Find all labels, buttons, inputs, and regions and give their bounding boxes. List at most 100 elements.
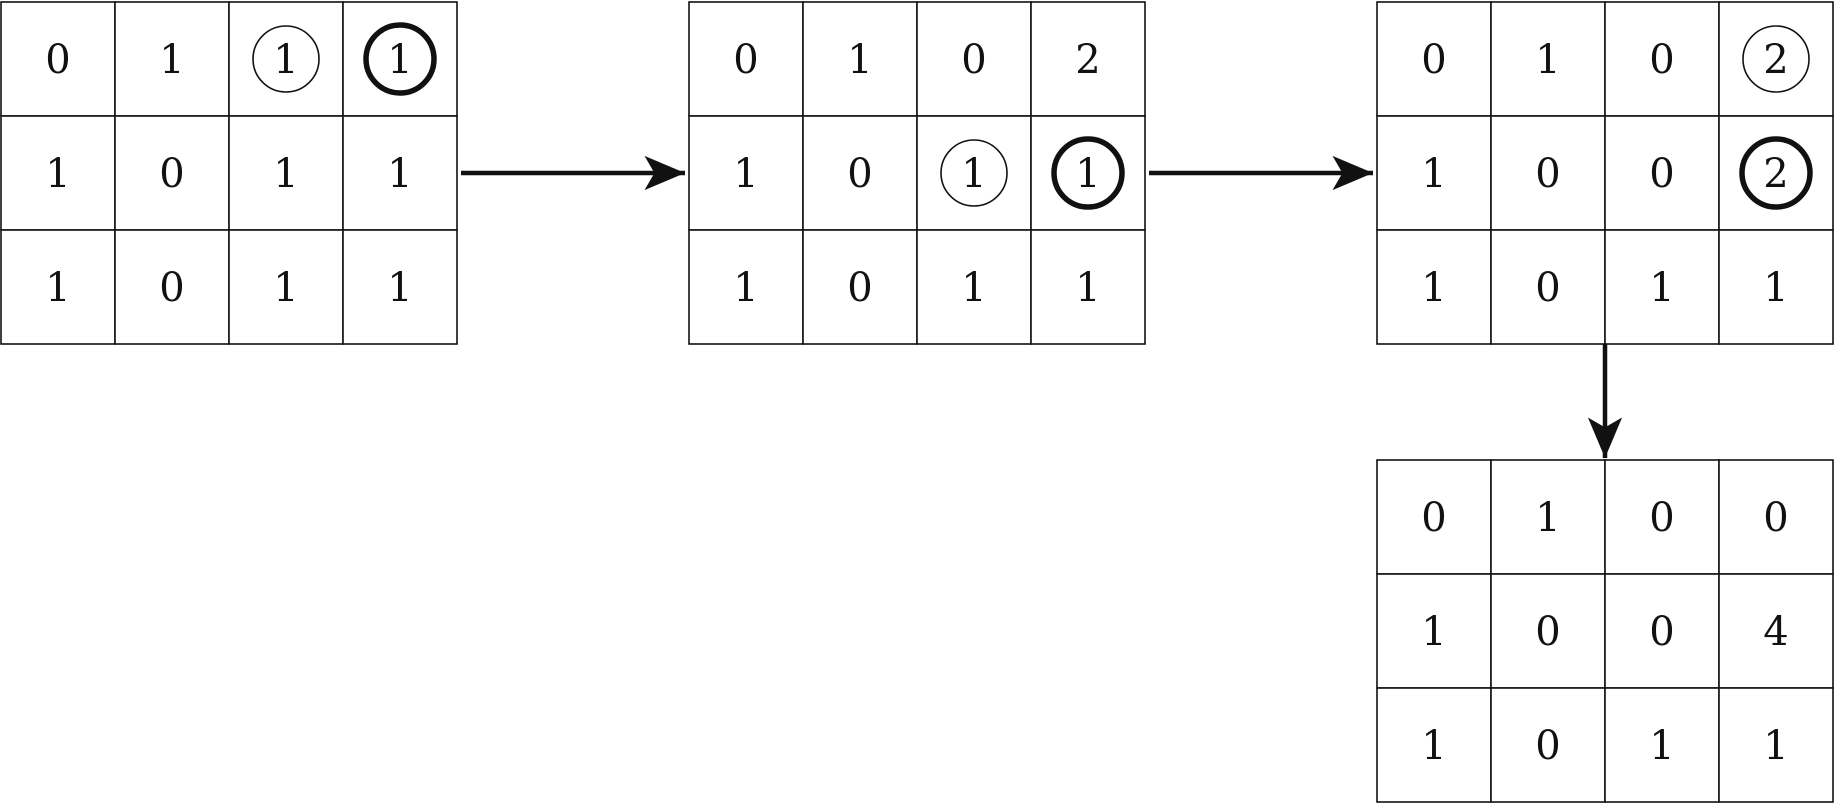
cell-value: 4: [1763, 609, 1788, 655]
cell-value: 1: [1535, 37, 1560, 83]
grid-4: 0 1 0 0 1 0 0 4 1 0 1 1: [1376, 459, 1834, 803]
cell-value: 0: [1535, 265, 1560, 311]
grid-cell: [802, 229, 918, 345]
grid-cell: [1030, 115, 1146, 231]
grid-cell: [1604, 687, 1720, 803]
grid-cell: [1030, 229, 1146, 345]
grid-cell: [342, 229, 458, 345]
grid-cell: [1490, 115, 1606, 231]
bold-circle-marker: [1739, 136, 1813, 210]
grid-3: 0 1 0 2 1 0 0 2 1 0 1 1: [1376, 1, 1834, 345]
grid-cell: [1376, 1, 1492, 117]
cell-value: 0: [1649, 495, 1674, 541]
grid-cell: [1604, 459, 1720, 575]
cell-value: 1: [1075, 151, 1100, 197]
cell-value: 0: [847, 151, 872, 197]
cell-value: 0: [1763, 495, 1788, 541]
cell-value: 0: [1649, 151, 1674, 197]
grid-cell: [1376, 459, 1492, 575]
cell-value: 1: [1421, 265, 1446, 311]
grid-cell: [1718, 115, 1834, 231]
cell-value: 0: [1421, 495, 1446, 541]
grid-cell: [0, 229, 116, 345]
grid-cell: [1490, 229, 1606, 345]
cell-value: 1: [1421, 151, 1446, 197]
cell-value: 1: [1075, 265, 1100, 311]
grid-cell: [228, 115, 344, 231]
cell-value: 1: [45, 265, 70, 311]
cell-value: 2: [1763, 151, 1788, 197]
cell-value: 0: [45, 37, 70, 83]
cell-value: 0: [1649, 609, 1674, 655]
bold-circle-marker: [363, 22, 437, 96]
grid-cell: [688, 115, 804, 231]
grid-cell: [688, 229, 804, 345]
cell-value: 1: [45, 151, 70, 197]
cell-value: 1: [159, 37, 184, 83]
grid-cell: [1490, 687, 1606, 803]
grid-cell: [1718, 573, 1834, 689]
grid-cell: [1030, 1, 1146, 117]
grid-cell: [916, 1, 1032, 117]
grid-cell: [114, 1, 230, 117]
grid-cell: [0, 1, 116, 117]
cell-value: 1: [1763, 723, 1788, 769]
cell-value: 0: [1535, 151, 1560, 197]
bold-circle-marker: [1051, 136, 1125, 210]
cell-value: 0: [1421, 37, 1446, 83]
grid-cell: [802, 1, 918, 117]
grid-cell: [1718, 459, 1834, 575]
cell-value: 0: [847, 265, 872, 311]
cell-value: 1: [961, 151, 986, 197]
cell-value: 1: [733, 151, 758, 197]
cell-value: 1: [961, 265, 986, 311]
cell-value: 1: [387, 37, 412, 83]
cell-value: 0: [1649, 37, 1674, 83]
grid-cell: [916, 115, 1032, 231]
grid-cell: [1604, 1, 1720, 117]
cell-value: 1: [733, 265, 758, 311]
grid-cell: [1376, 573, 1492, 689]
grid-cell: [1604, 573, 1720, 689]
thin-circle-marker: [940, 139, 1008, 207]
cell-value: 1: [1763, 265, 1788, 311]
cell-value: 1: [1421, 723, 1446, 769]
grid-cell: [1604, 115, 1720, 231]
cell-value: 1: [847, 37, 872, 83]
grid-cell: [342, 115, 458, 231]
grid-cell: [688, 1, 804, 117]
grid-cell: [1490, 1, 1606, 117]
cell-value: 2: [1763, 37, 1788, 83]
grid-cell: [228, 1, 344, 117]
cell-value: 0: [1535, 723, 1560, 769]
cell-value: 2: [1075, 37, 1100, 83]
cell-value: 0: [961, 37, 986, 83]
grid-cell: [1718, 1, 1834, 117]
cell-value: 1: [387, 265, 412, 311]
grid-cell: [228, 229, 344, 345]
grid-cell: [1718, 687, 1834, 803]
grid-cell: [1604, 229, 1720, 345]
arrows-layer: [461, 155, 1623, 458]
cell-value: 1: [1535, 495, 1560, 541]
thin-circle-marker: [1742, 25, 1810, 93]
grid-cell: [1490, 573, 1606, 689]
cell-value: 1: [273, 151, 298, 197]
cell-value: 1: [273, 37, 298, 83]
cell-value: 1: [387, 151, 412, 197]
thin-circle-marker: [252, 25, 320, 93]
cell-value: 0: [1535, 609, 1560, 655]
cell-value: 0: [159, 151, 184, 197]
grid-cell: [114, 229, 230, 345]
cell-value: 1: [1649, 265, 1674, 311]
grid-cell: [1376, 229, 1492, 345]
cell-value: 1: [1421, 609, 1446, 655]
cell-value: 1: [273, 265, 298, 311]
cell-value: 1: [1649, 723, 1674, 769]
grid-cell: [1718, 229, 1834, 345]
